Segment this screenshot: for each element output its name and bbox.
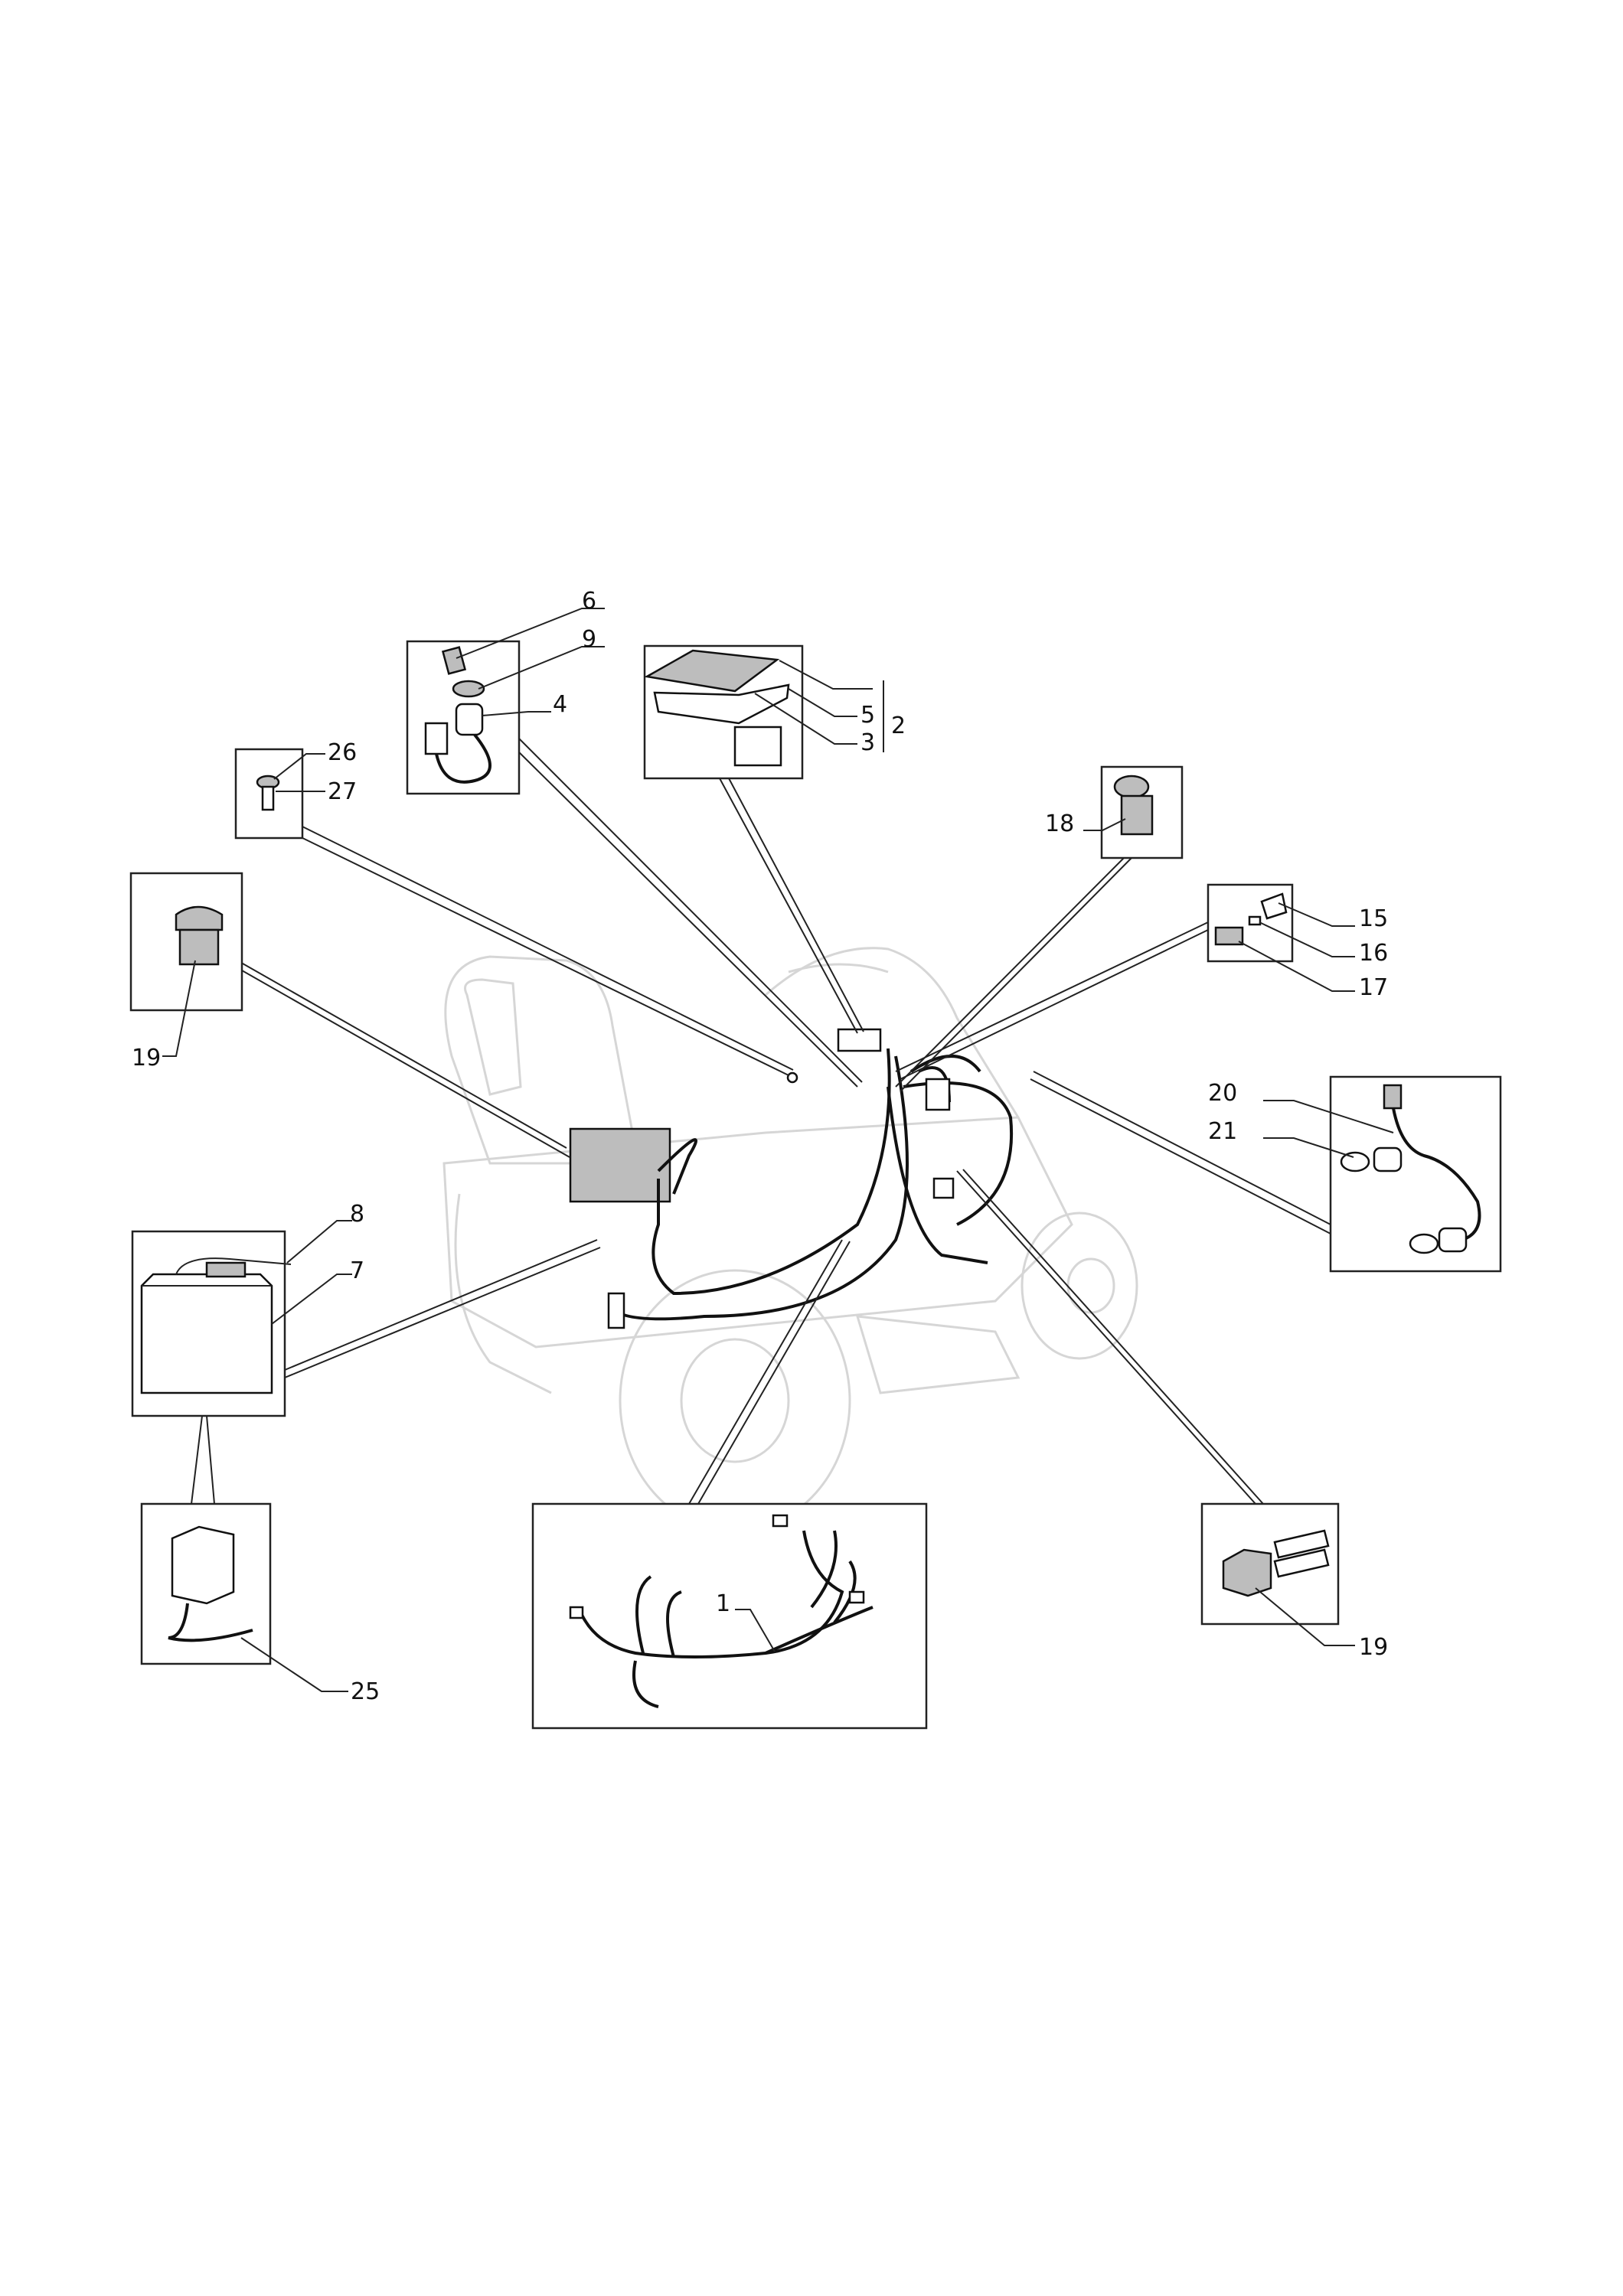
- connector: [424, 722, 449, 755]
- callout-6: 6: [582, 588, 596, 615]
- callout-27: 27: [328, 778, 357, 805]
- main-harness-panel: 1: [531, 1502, 928, 1730]
- ignition-key-switch-panel: 6 9 4: [406, 588, 605, 795]
- switch-body: [455, 703, 484, 736]
- leader-lines: [191, 738, 1331, 1505]
- safety-switch-panel: 15 16 17: [1207, 883, 1388, 1001]
- battery-installed: [569, 1127, 671, 1203]
- callout-19-left: 19: [132, 1045, 161, 1071]
- tractor-outline: [442, 947, 1138, 1532]
- rocker-switch-panel-left: 19: [129, 872, 243, 1071]
- callout-7: 7: [350, 1257, 364, 1284]
- fastener-panel: 26 27: [234, 739, 357, 840]
- callout-17: 17: [1359, 974, 1388, 1001]
- callout-25: 25: [351, 1678, 380, 1705]
- headlight-harness-panel: 20 21: [1208, 1075, 1502, 1273]
- ring-nut: [452, 680, 485, 698]
- callout-21: 21: [1208, 1118, 1237, 1145]
- callout-15: 15: [1359, 905, 1388, 932]
- wiring-harness-installed: [569, 1028, 1014, 1329]
- callout-4: 4: [553, 691, 567, 718]
- callout-2: 2: [891, 713, 906, 739]
- callout-26: 26: [328, 739, 357, 766]
- callout-5: 5: [860, 702, 875, 729]
- callout-9: 9: [582, 626, 596, 653]
- control-board-panel: 5 3 2: [643, 644, 906, 780]
- callout-19-right: 19: [1359, 1634, 1388, 1661]
- callout-18: 18: [1045, 810, 1074, 837]
- callout-3: 3: [860, 729, 875, 756]
- rocker-switch-panel-right: 19: [1200, 1502, 1388, 1661]
- battery-panel: 8 7: [131, 1201, 364, 1417]
- key-icon: [441, 646, 467, 675]
- callout-20: 20: [1208, 1080, 1237, 1107]
- callout-8: 8: [350, 1201, 364, 1228]
- callout-16: 16: [1359, 940, 1388, 967]
- callout-1: 1: [716, 1590, 730, 1617]
- battery-charger-panel: 25: [140, 1502, 380, 1705]
- pto-switch-panel: 18: [1045, 765, 1184, 859]
